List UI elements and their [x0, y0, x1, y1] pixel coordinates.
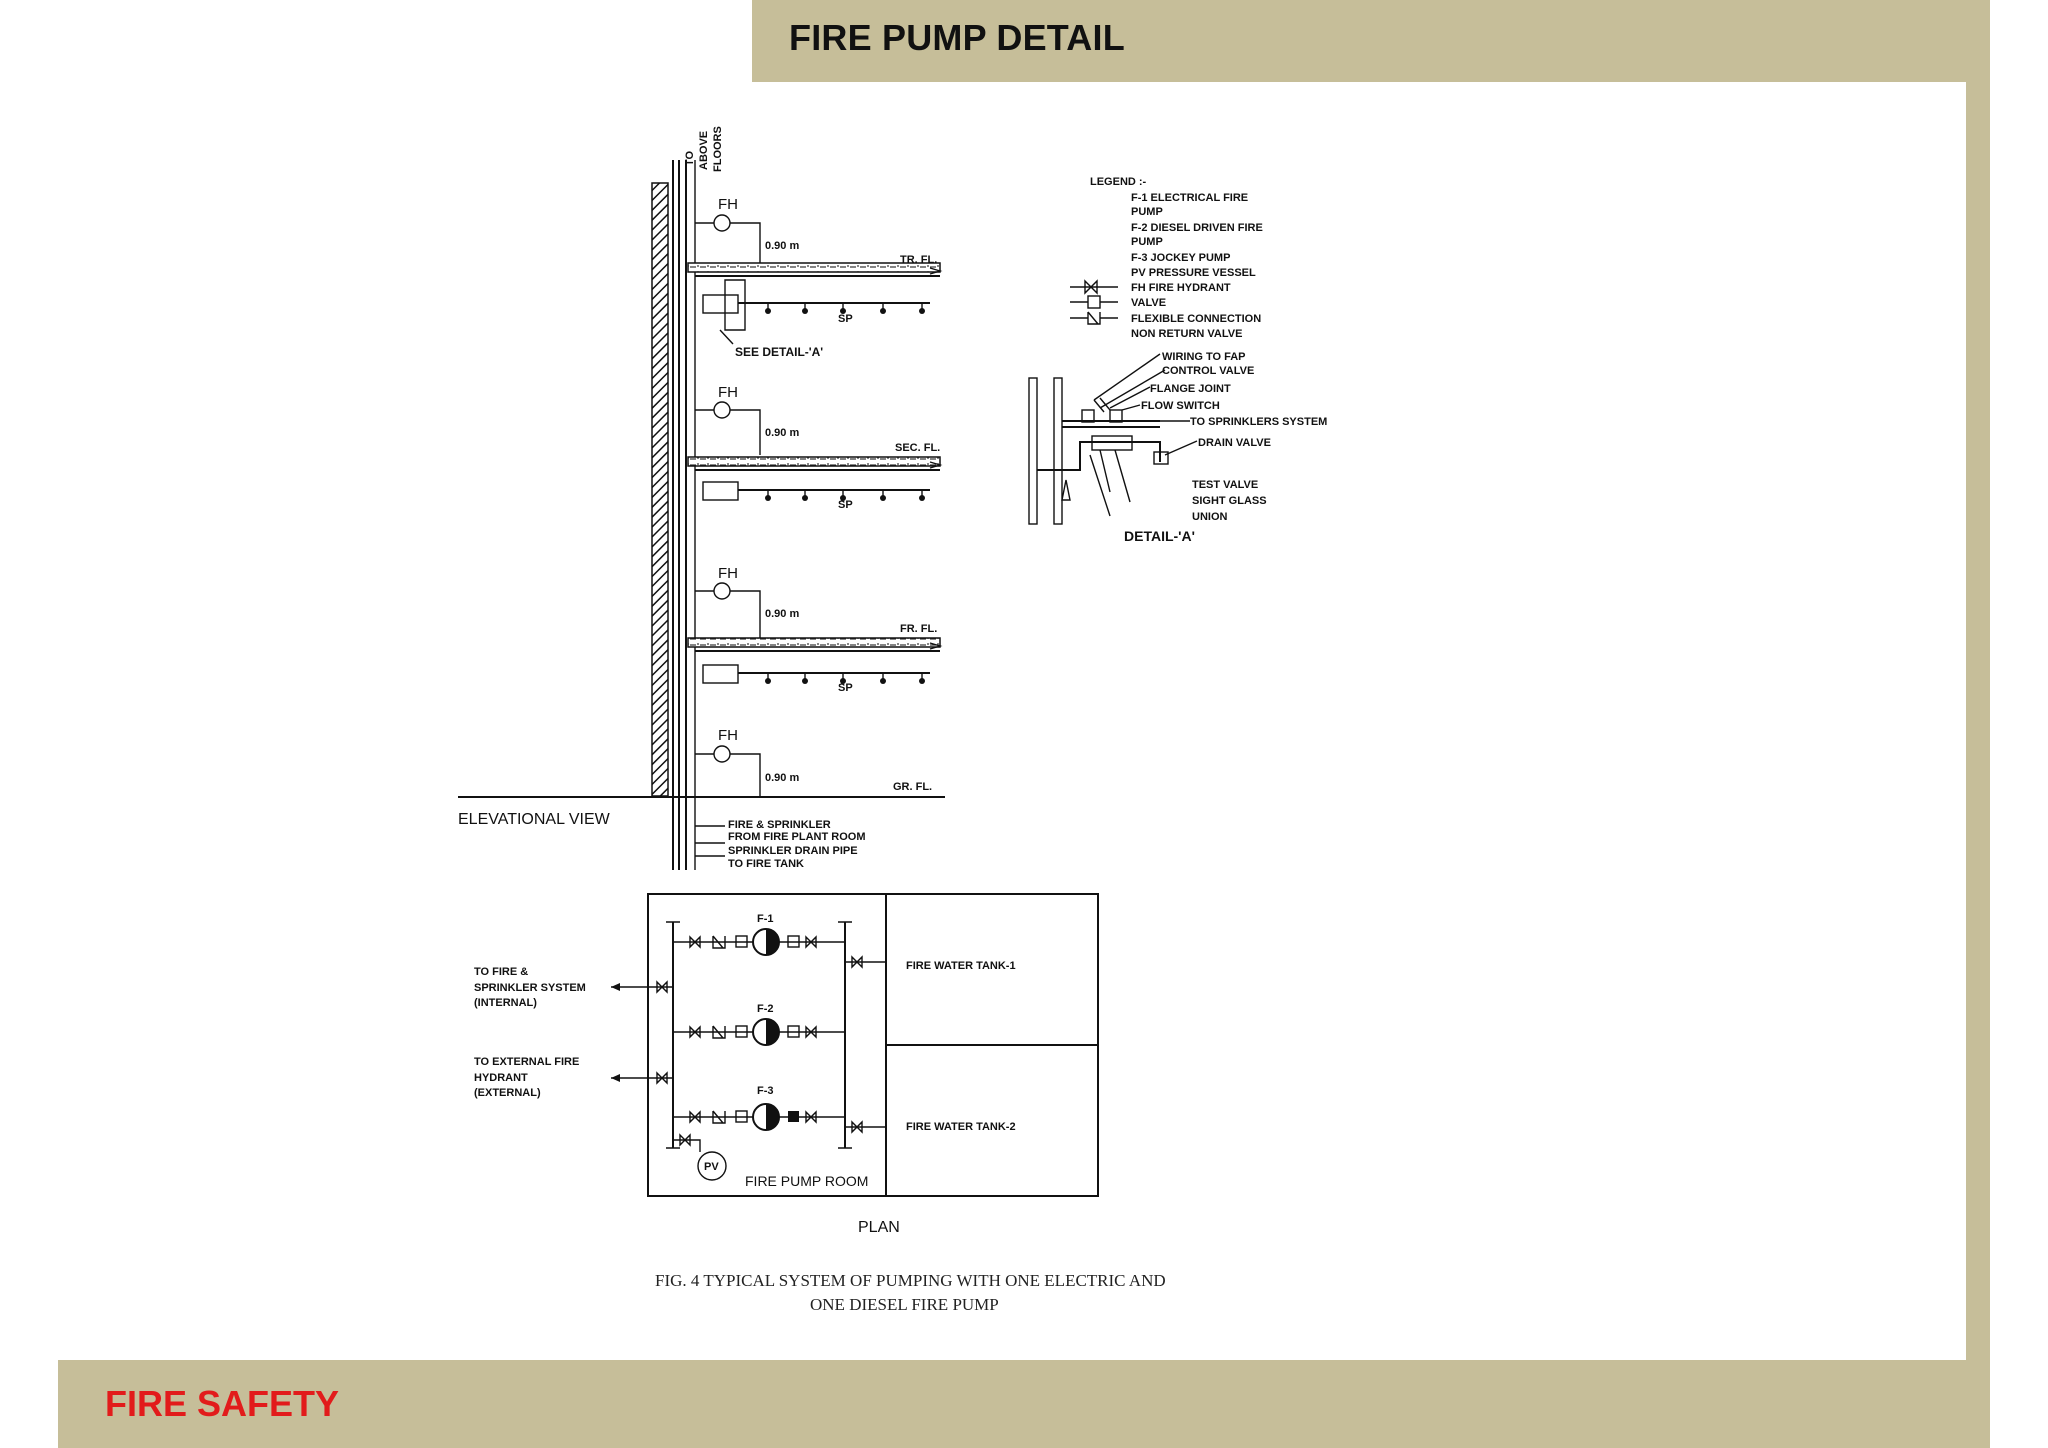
height-dim: 0.90 m: [765, 427, 799, 439]
height-dim: 0.90 m: [765, 772, 799, 784]
slide-title: FIRE PUMP DETAIL: [789, 17, 1125, 58]
to-above-floors-2: ABOVE: [698, 131, 710, 170]
left-note-internal: SPRINKLER SYSTEM: [474, 982, 586, 994]
floor-sec: FH 0.90 m SEC. FL. SP: [687, 384, 943, 511]
bottom-note-2: FROM FIRE PLANT ROOM: [728, 831, 866, 843]
detail-label: WIRING TO FAP: [1162, 351, 1246, 363]
pump-row-f3: F-3: [673, 1085, 845, 1131]
plan-label: PLAN: [858, 1219, 900, 1236]
pressure-vessel: PV: [673, 1133, 727, 1181]
elevation-view: TO ABOVE FLOORS FH 0.90 m TR. FL. SP SEE…: [458, 126, 945, 870]
legend-line: FH FIRE HYDRANT: [1131, 282, 1231, 294]
tank-2-label: FIRE WATER TANK-2: [906, 1121, 1016, 1133]
to-above-floors-3: FLOORS: [712, 126, 724, 172]
legend-heading: LEGEND :-: [1090, 176, 1147, 188]
plan-view: F-1 F-2 F-3 PV FIR: [474, 893, 1099, 1236]
left-note-external: TO EXTERNAL FIRE: [474, 1056, 579, 1068]
footer-label: FIRE SAFETY: [105, 1383, 340, 1424]
detail-label: TEST VALVE: [1192, 479, 1258, 491]
legend-nrv-symbol: [1070, 311, 1118, 325]
left-note-internal: (INTERNAL): [474, 997, 537, 1009]
left-note-internal: TO FIRE &: [474, 966, 528, 978]
footer-band: [58, 1360, 1990, 1448]
detail-label: FLANGE JOINT: [1150, 383, 1231, 395]
pump-row-f2: F-2: [673, 1003, 845, 1046]
pump-label: F-2: [757, 1003, 774, 1015]
floor-fr: FH 0.90 m FR. FL. SP: [687, 565, 943, 694]
tank-1-label: FIRE WATER TANK-1: [906, 960, 1016, 972]
pump-label: F-1: [757, 913, 774, 925]
legend-line: NON RETURN VALVE: [1131, 328, 1242, 340]
see-detail-label: SEE DETAIL-'A': [735, 345, 823, 359]
elevational-view-label: ELEVATIONAL VIEW: [458, 811, 611, 828]
fire-hydrant-label: FH: [718, 196, 738, 213]
height-dim: 0.90 m: [765, 240, 799, 252]
floor-name: GR. FL.: [893, 781, 932, 793]
detail-label: TO SPRINKLERS SYSTEM: [1190, 416, 1327, 428]
height-dim: 0.90 m: [765, 608, 799, 620]
legend-flex-symbol: [1070, 295, 1118, 309]
legend-line: F-2 DIESEL DRIVEN FIRE: [1131, 222, 1263, 234]
legend-valve-symbol: [1070, 279, 1118, 295]
title-band: [752, 0, 1990, 82]
building-wall: [651, 182, 669, 797]
left-note-external: (EXTERNAL): [474, 1087, 541, 1099]
fire-pump-room-label: FIRE PUMP ROOM: [745, 1173, 868, 1189]
sprinkler-label: SP: [838, 682, 853, 694]
floor-name: TR. FL.: [900, 254, 937, 266]
legend: LEGEND :- F-1 ELECTRICAL FIRE PUMP F-2 D…: [1070, 176, 1263, 340]
bottom-note-3: SPRINKLER DRAIN PIPE: [728, 845, 858, 857]
floor-tr: FH 0.90 m TR. FL. SP SEE DETAIL-'A': [687, 196, 943, 359]
bottom-note-4: TO FIRE TANK: [728, 858, 804, 870]
fire-hydrant-label: FH: [718, 727, 738, 744]
legend-line: PUMP: [1131, 236, 1163, 248]
pump-row-f1: F-1: [673, 913, 845, 956]
fire-hydrant-label: FH: [718, 565, 738, 582]
floor-gr: FH 0.90 m GR. FL.: [695, 727, 932, 797]
legend-line: FLEXIBLE CONNECTION: [1131, 313, 1261, 325]
legend-line: F-1 ELECTRICAL FIRE: [1131, 192, 1248, 204]
figure-caption-line-1: FIG. 4 TYPICAL SYSTEM OF PUMPING WITH ON…: [655, 1271, 1166, 1290]
to-above-floors-1: TO: [684, 150, 696, 166]
figure-caption-line-2: ONE DIESEL FIRE PUMP: [810, 1295, 999, 1314]
sprinkler-label: SP: [838, 499, 853, 511]
left-note-external: HYDRANT: [474, 1072, 528, 1084]
detail-label: UNION: [1192, 511, 1228, 523]
legend-line: PV PRESSURE VESSEL: [1131, 267, 1256, 279]
legend-line: PUMP: [1131, 206, 1163, 218]
detail-label: SIGHT GLASS: [1192, 495, 1267, 507]
bottom-note-1: FIRE & SPRINKLER: [728, 819, 831, 831]
detail-label: DRAIN VALVE: [1198, 437, 1271, 449]
floor-name: FR. FL.: [900, 623, 937, 635]
detail-label: FLOW SWITCH: [1141, 400, 1220, 412]
detail-a: WIRING TO FAP CONTROL VALVE FLANGE JOINT…: [1028, 351, 1327, 544]
pump-label: F-3: [757, 1085, 774, 1097]
fire-hydrant-label: FH: [718, 384, 738, 401]
pv-label: PV: [704, 1161, 719, 1173]
floor-name: SEC. FL.: [895, 442, 940, 454]
right-frame-band: [1966, 0, 1990, 1448]
legend-line: F-3 JOCKEY PUMP: [1131, 252, 1230, 264]
legend-line: VALVE: [1131, 297, 1166, 309]
sprinkler-label: SP: [838, 313, 853, 325]
detail-label: CONTROL VALVE: [1162, 365, 1254, 377]
detail-title: DETAIL-'A': [1124, 528, 1195, 544]
